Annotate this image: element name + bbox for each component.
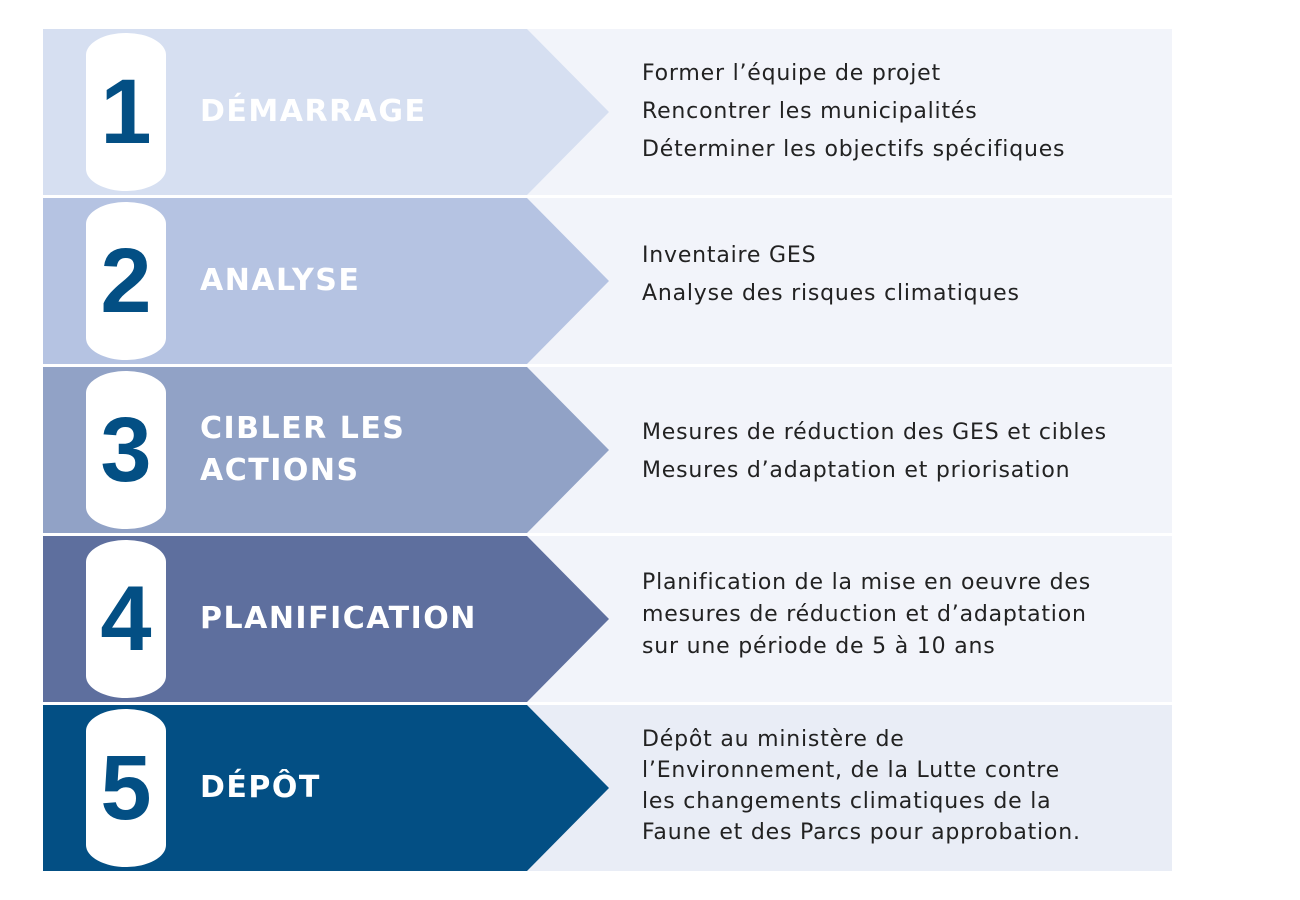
step-1-line-3: Déterminer les objectifs spécifiques (642, 137, 1066, 162)
step-1-line-2: Rencontrer les municipalités (642, 99, 978, 124)
step-5-description: Dépôt au ministère de l’Environnement, d… (642, 705, 1162, 871)
step-1-description: Former l’équipe de projet Rencontrer les… (642, 29, 1162, 195)
step-2-number: 2 (100, 230, 152, 332)
step-3-arrow (43, 367, 609, 533)
step-5-line-3: les changements climatiques de la (642, 789, 1052, 814)
step-1-title: DÉMARRAGE (200, 94, 427, 129)
step-3-number-badge: 3 (86, 371, 166, 529)
step-3-title-line-2: ACTIONS (200, 453, 360, 488)
step-3-background (43, 367, 1172, 533)
step-2-line-1: Inventaire GES (642, 243, 817, 268)
step-4-background (43, 536, 1172, 702)
step-4: 4 PLANIFICATION Planification de la mise… (43, 536, 1172, 702)
step-5-arrow (43, 705, 609, 871)
step-4-line-1: Planification de la mise en oeuvre des (642, 570, 1091, 595)
step-2-arrow (43, 198, 609, 364)
step-5-number: 5 (100, 737, 152, 839)
step-1-background (43, 29, 1172, 195)
step-5-line-2: l’Environnement, de la Lutte contre (642, 758, 1060, 783)
step-4-arrow (43, 536, 609, 702)
step-2-number-badge: 2 (86, 202, 166, 360)
step-3-number: 3 (100, 399, 152, 501)
step-1: 1 DÉMARRAGE Former l’équipe de projet Re… (43, 29, 1172, 195)
step-2-title: ANALYSE (200, 263, 361, 298)
step-3-title-line-1: CIBLER LES (200, 411, 406, 446)
step-2-description: Inventaire GES Analyse des risques clima… (642, 198, 1162, 364)
step-4-number: 4 (100, 568, 152, 670)
step-5-number-badge: 5 (86, 709, 166, 867)
step-3-title: CIBLER LES ACTIONS (200, 367, 500, 533)
step-4-title: PLANIFICATION (200, 601, 477, 636)
step-2-line-2: Analyse des risques climatiques (642, 281, 1020, 306)
step-3: 3 CIBLER LES ACTIONS Mesures de réductio… (43, 367, 1172, 533)
step-5-background (43, 705, 1172, 871)
step-5: 5 DÉPÔT Dépôt au ministère de l’Environn… (43, 705, 1172, 871)
step-1-line-1: Former l’équipe de projet (642, 61, 941, 86)
step-2: 2 ANALYSE Inventaire GES Analyse des ris… (43, 198, 1172, 364)
step-5-title: DÉPÔT (200, 770, 321, 805)
step-5-line-1: Dépôt au ministère de (642, 727, 905, 752)
step-4-description: Planification de la mise en oeuvre des m… (642, 536, 1162, 702)
step-3-line-1: Mesures de réduction des GES et cibles (642, 420, 1107, 445)
step-1-number: 1 (100, 61, 152, 163)
step-2-background (43, 198, 1172, 364)
step-4-number-badge: 4 (86, 540, 166, 698)
step-3-line-2: Mesures d’adaptation et priorisation (642, 458, 1071, 483)
step-4-line-2: mesures de réduction et d’adaptation (642, 602, 1087, 627)
step-1-arrow (43, 29, 609, 195)
step-3-description: Mesures de réduction des GES et cibles M… (642, 367, 1162, 533)
step-1-number-badge: 1 (86, 33, 166, 191)
step-5-line-4: Faune et des Parcs pour approbation. (642, 820, 1081, 845)
step-4-line-3: sur une période de 5 à 10 ans (642, 634, 996, 659)
